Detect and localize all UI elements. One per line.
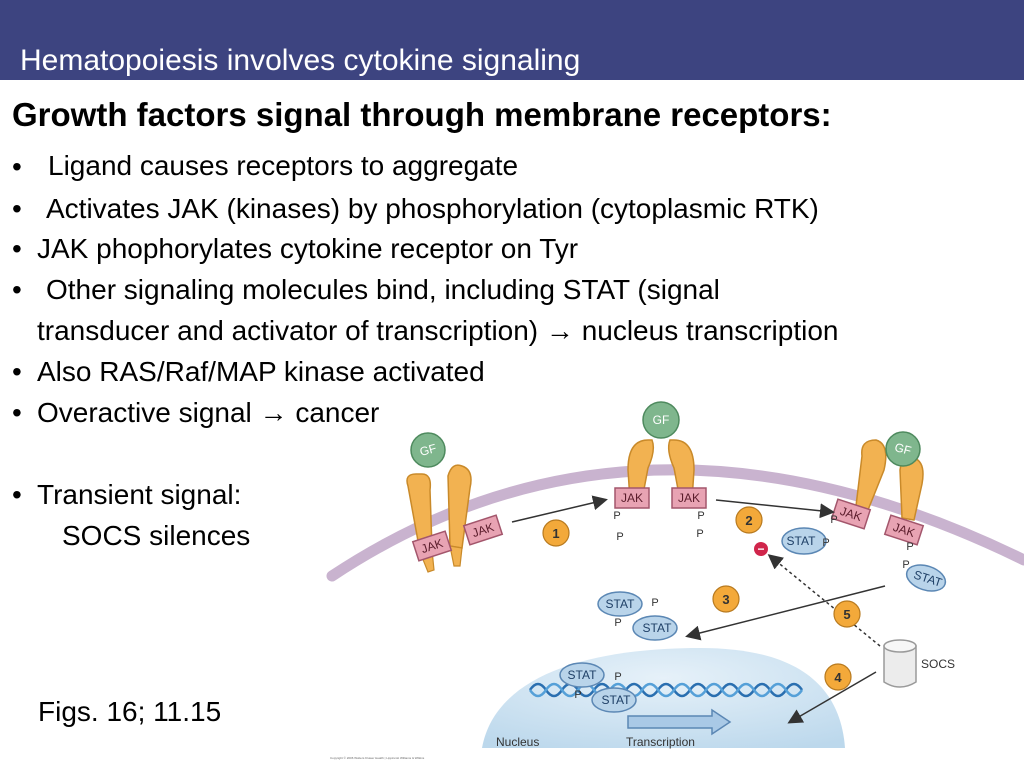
p-label-11: P bbox=[614, 671, 621, 683]
arrow-step-5-dashed bbox=[767, 554, 881, 647]
p-label-7: P bbox=[906, 541, 913, 553]
figure-reference: Figs. 16; 11.15 bbox=[38, 696, 222, 727]
stat-label-1: STAT bbox=[787, 534, 817, 548]
bullet-marker-3: • bbox=[12, 233, 22, 264]
step-badge-2 bbox=[735, 506, 763, 534]
p-label-6: P bbox=[822, 537, 829, 549]
p-label-9: P bbox=[651, 597, 658, 609]
transcription-arrow bbox=[627, 708, 732, 736]
bullet-text-5: Also RAS/Raf/MAP kinase activated bbox=[37, 356, 485, 387]
slide-heading: Growth factors signal through membrane r… bbox=[12, 96, 832, 133]
bullet-text-4-cont: transducer and activator of transcriptio… bbox=[37, 315, 839, 346]
arrow-step-1 bbox=[511, 495, 608, 523]
stat-label-4: STAT bbox=[643, 621, 673, 635]
bullet-marker-1: • bbox=[12, 151, 22, 182]
stat-receptor-2 bbox=[905, 564, 947, 592]
receptor-pair-3 bbox=[855, 439, 924, 521]
bullet-text-1: Ligand causes receptors to aggregate bbox=[48, 150, 519, 181]
stat-dimer-b bbox=[632, 615, 678, 641]
jak-1 bbox=[411, 530, 453, 562]
step-badge-1 bbox=[542, 519, 570, 547]
p-label-4: P bbox=[696, 528, 703, 540]
stat-label-6: STAT bbox=[602, 693, 632, 707]
arrow-step-4 bbox=[787, 671, 877, 724]
copyright-text: Copyright © 2006 Wolters Kluwer Health |… bbox=[330, 756, 425, 760]
jak-label-5: JAK bbox=[838, 504, 863, 524]
bullet-marker-2: • bbox=[12, 193, 22, 224]
bullet-text-3: JAK phophorylates cytokine receptor on T… bbox=[37, 233, 579, 264]
arrow-step-3 bbox=[685, 585, 886, 641]
bullet-text-2: Activates JAK (kinases) by phosphorylati… bbox=[46, 193, 819, 224]
gf-label-1: GF bbox=[418, 441, 438, 459]
step-badge-4 bbox=[824, 663, 852, 691]
gf-ligand-1 bbox=[410, 432, 446, 468]
step-badge-5 bbox=[833, 600, 861, 628]
jak-label-4: JAK bbox=[678, 491, 700, 505]
p-label-10: P bbox=[614, 617, 621, 629]
bullet-marker-4: • bbox=[12, 274, 22, 305]
stat-receptor-1 bbox=[781, 527, 827, 555]
stat-nuclear-a bbox=[559, 662, 605, 688]
gf-ligand-2 bbox=[642, 401, 680, 439]
gf-label-3: GF bbox=[893, 440, 913, 458]
gf-label-2: GF bbox=[653, 413, 670, 427]
jak-2 bbox=[462, 514, 504, 546]
bullet-marker-7: • bbox=[12, 479, 22, 510]
minus-sign: − bbox=[757, 542, 764, 556]
cell-membrane bbox=[326, 464, 1024, 582]
step-number-3: 3 bbox=[722, 592, 729, 607]
receptor-pair-1 bbox=[406, 464, 472, 573]
stat-dimer-a bbox=[597, 591, 643, 617]
jak-label-1: JAK bbox=[419, 536, 444, 556]
bullet-text-7: Transient signal: bbox=[37, 479, 242, 510]
step-number-4: 4 bbox=[834, 670, 842, 685]
step-number-5: 5 bbox=[843, 607, 850, 622]
bullet-text-7-cont: SOCS silences bbox=[62, 520, 251, 551]
bullet-text-4: Other signaling molecules bind, includin… bbox=[46, 274, 720, 305]
stat-label-3: STAT bbox=[606, 597, 636, 611]
jak-4 bbox=[671, 487, 707, 509]
slide-title: Hematopoiesis involves cytokine signalin… bbox=[20, 44, 581, 77]
dna-helix bbox=[528, 682, 804, 698]
jak-3 bbox=[614, 487, 650, 509]
p-label-5: P bbox=[830, 514, 837, 526]
p-label-3: P bbox=[697, 510, 704, 522]
p-label-12: P bbox=[574, 689, 581, 701]
stat-label-2: STAT bbox=[912, 567, 944, 589]
stat-label-5: STAT bbox=[568, 668, 598, 682]
bullet-marker-5: • bbox=[12, 356, 22, 387]
gf-ligand-3 bbox=[885, 431, 921, 467]
p-label-2: P bbox=[616, 531, 623, 543]
transcription-label: Transcription bbox=[626, 735, 695, 749]
jak-label-6: JAK bbox=[891, 520, 916, 540]
jak-label-2: JAK bbox=[470, 520, 495, 540]
jak-6 bbox=[883, 514, 925, 546]
arrow-step-2 bbox=[715, 499, 835, 519]
stat-nuclear-b bbox=[591, 687, 637, 713]
jak-label-3: JAK bbox=[621, 491, 643, 505]
step-number-2: 2 bbox=[745, 513, 752, 528]
title-bar: Hematopoiesis involves cytokine signalin… bbox=[0, 0, 1024, 80]
socs-label: SOCS bbox=[921, 657, 955, 671]
step-badge-3 bbox=[712, 585, 740, 613]
bullet-text-6: Overactive signal → cancer bbox=[37, 397, 380, 428]
inhibition-minus-icon bbox=[754, 542, 768, 556]
bullet-marker-6: • bbox=[12, 397, 22, 428]
p-label-8: P bbox=[902, 559, 909, 571]
nucleus-label: Nucleus bbox=[496, 735, 539, 749]
step-number-1: 1 bbox=[552, 526, 559, 541]
receptor-pair-2 bbox=[627, 439, 695, 501]
p-label-1: P bbox=[613, 510, 620, 522]
jak-5 bbox=[830, 498, 872, 530]
socs-cylinder-icon bbox=[883, 639, 917, 688]
nucleus-shape bbox=[482, 648, 845, 748]
